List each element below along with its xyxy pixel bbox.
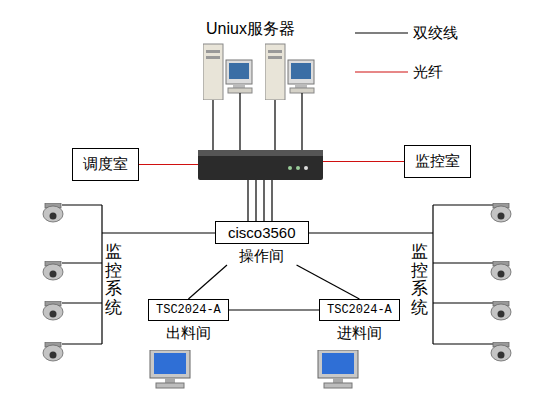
server-icon (203, 44, 252, 100)
cable-line (229, 309, 319, 310)
core-switch (198, 150, 323, 180)
switch-uplinks (248, 180, 272, 221)
box-frame: TSC2024-A (319, 299, 400, 321)
system-label: 监控系统 (105, 243, 122, 318)
box-text: 调度室 (83, 155, 128, 172)
server-title: Uniux服务器 (206, 19, 295, 40)
server-icon (265, 44, 314, 100)
legend-text: 光纤 (413, 63, 443, 82)
switch-box: cisco3560 操作间 (215, 221, 309, 265)
terminal-box: TSC2024-A 出料间 (148, 299, 229, 342)
camera-icon (43, 342, 63, 361)
box-text: 监控室 (415, 152, 460, 169)
cable-line (297, 265, 360, 299)
camera-icon (491, 301, 511, 320)
camera-trunk-line (102, 232, 215, 233)
box-caption: 操作间 (237, 247, 286, 265)
camera-icon (43, 203, 63, 222)
room-box: 调度室 (72, 148, 139, 181)
system-label: 监控系统 (411, 243, 428, 318)
server-cables (213, 93, 302, 150)
box-text: TSC2024-A (156, 303, 221, 317)
legend-text: 双绞线 (413, 24, 458, 43)
box-frame: TSC2024-A (148, 299, 229, 321)
camera-bracket (62, 205, 494, 344)
camera-icon (491, 203, 511, 222)
box-text: TSC2024-A (327, 303, 392, 317)
box-frame: 调度室 (72, 148, 139, 181)
room-box: 监控室 (404, 145, 471, 178)
fiber-sample (355, 71, 408, 72)
cable-line (188, 265, 227, 299)
camera-trunk-line (309, 232, 433, 233)
computer-icon (150, 350, 190, 388)
box-caption: 出料间 (164, 324, 213, 342)
fiber-line (323, 161, 404, 162)
computer-icon (318, 350, 358, 388)
box-caption: 进料间 (335, 324, 384, 342)
box-frame: 监控室 (404, 145, 471, 178)
box-text: cisco3560 (228, 224, 296, 241)
terminal-box: TSC2024-A 进料间 (319, 299, 400, 342)
camera-icon (491, 261, 511, 280)
camera-icon (43, 261, 63, 280)
legend-lines (355, 33, 408, 72)
camera-icon (43, 301, 63, 320)
fiber-line (139, 164, 198, 165)
twisted-pair-sample (355, 32, 408, 33)
camera-icon (491, 342, 511, 361)
box-frame: cisco3560 (215, 221, 309, 244)
